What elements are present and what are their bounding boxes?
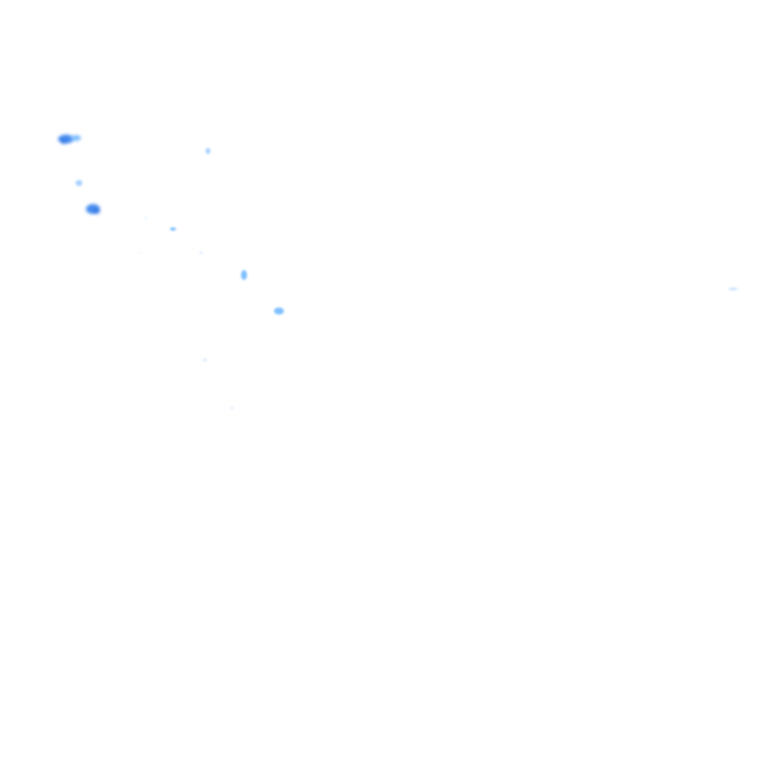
precip-cell-5 [139, 217, 203, 254]
precip-cell-4 [205, 148, 211, 154]
precip-cell-6 [241, 270, 247, 280]
precip-cell-3 [86, 204, 100, 214]
precip-cell-7 [274, 307, 284, 315]
precip-cell-8 [203, 358, 235, 410]
precip-cell-1 [58, 134, 81, 144]
precip-cell-2 [75, 180, 83, 186]
precip-cell-9 [728, 287, 738, 291]
